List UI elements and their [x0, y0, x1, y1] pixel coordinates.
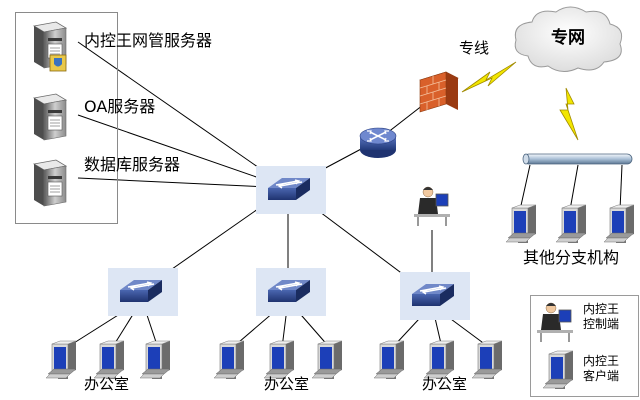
- office-label-3: 办公室: [422, 375, 468, 393]
- legend-console-line2: 控制端: [583, 317, 620, 331]
- office3-pc-icon-2: [423, 340, 455, 380]
- other-branches-label: 其他分支机构: [523, 248, 620, 267]
- admin-console-icon: [413, 186, 451, 227]
- cloud-icon: [514, 6, 623, 72]
- legend-client-line2: 客户端: [583, 369, 620, 383]
- lightning-bolt-icon-1: [461, 61, 517, 93]
- dedicated-line-label: 专线: [459, 39, 490, 57]
- branch-backbone-pipe: [522, 153, 633, 165]
- branch-pc-icon-2: [555, 204, 587, 244]
- office3-pc-icon-1: [373, 340, 405, 380]
- office1-pc-icon-1: [45, 340, 77, 380]
- office2-pc-icon-1: [213, 340, 245, 380]
- office3-pc-icon-3: [471, 340, 503, 380]
- office1-pc-icon-2: [93, 340, 125, 380]
- server-label-nms: 内控王网管服务器: [84, 31, 213, 50]
- office2-pc-icon-2: [263, 340, 295, 380]
- office1-pc-icon-3: [139, 340, 171, 380]
- legend-client-pc-icon: [542, 350, 574, 390]
- private-network-label: 专网: [551, 28, 585, 48]
- shield-badge-icon: [49, 54, 67, 72]
- branch-pc-icon-3: [603, 204, 635, 244]
- office-label-2: 办公室: [264, 375, 310, 393]
- legend-client-line1: 内控王: [583, 354, 620, 368]
- server-label-db: 数据库服务器: [84, 155, 181, 174]
- legend: 内控王 控制端 内控王 客户端: [530, 295, 639, 397]
- office-label-1: 办公室: [84, 375, 130, 393]
- router-icon: [359, 127, 397, 158]
- lightning-bolt-icon-2: [559, 87, 579, 141]
- legend-console-line1: 内控王: [583, 302, 620, 316]
- firewall-icon: [419, 71, 459, 113]
- office2-pc-icon-3: [311, 340, 343, 380]
- branch-pc-icon-1: [505, 204, 537, 244]
- legend-admin-console-icon: [536, 302, 574, 343]
- server-label-oa: OA服务器: [84, 97, 156, 116]
- server-group-frame: [15, 12, 118, 224]
- legend-icons: [536, 302, 574, 390]
